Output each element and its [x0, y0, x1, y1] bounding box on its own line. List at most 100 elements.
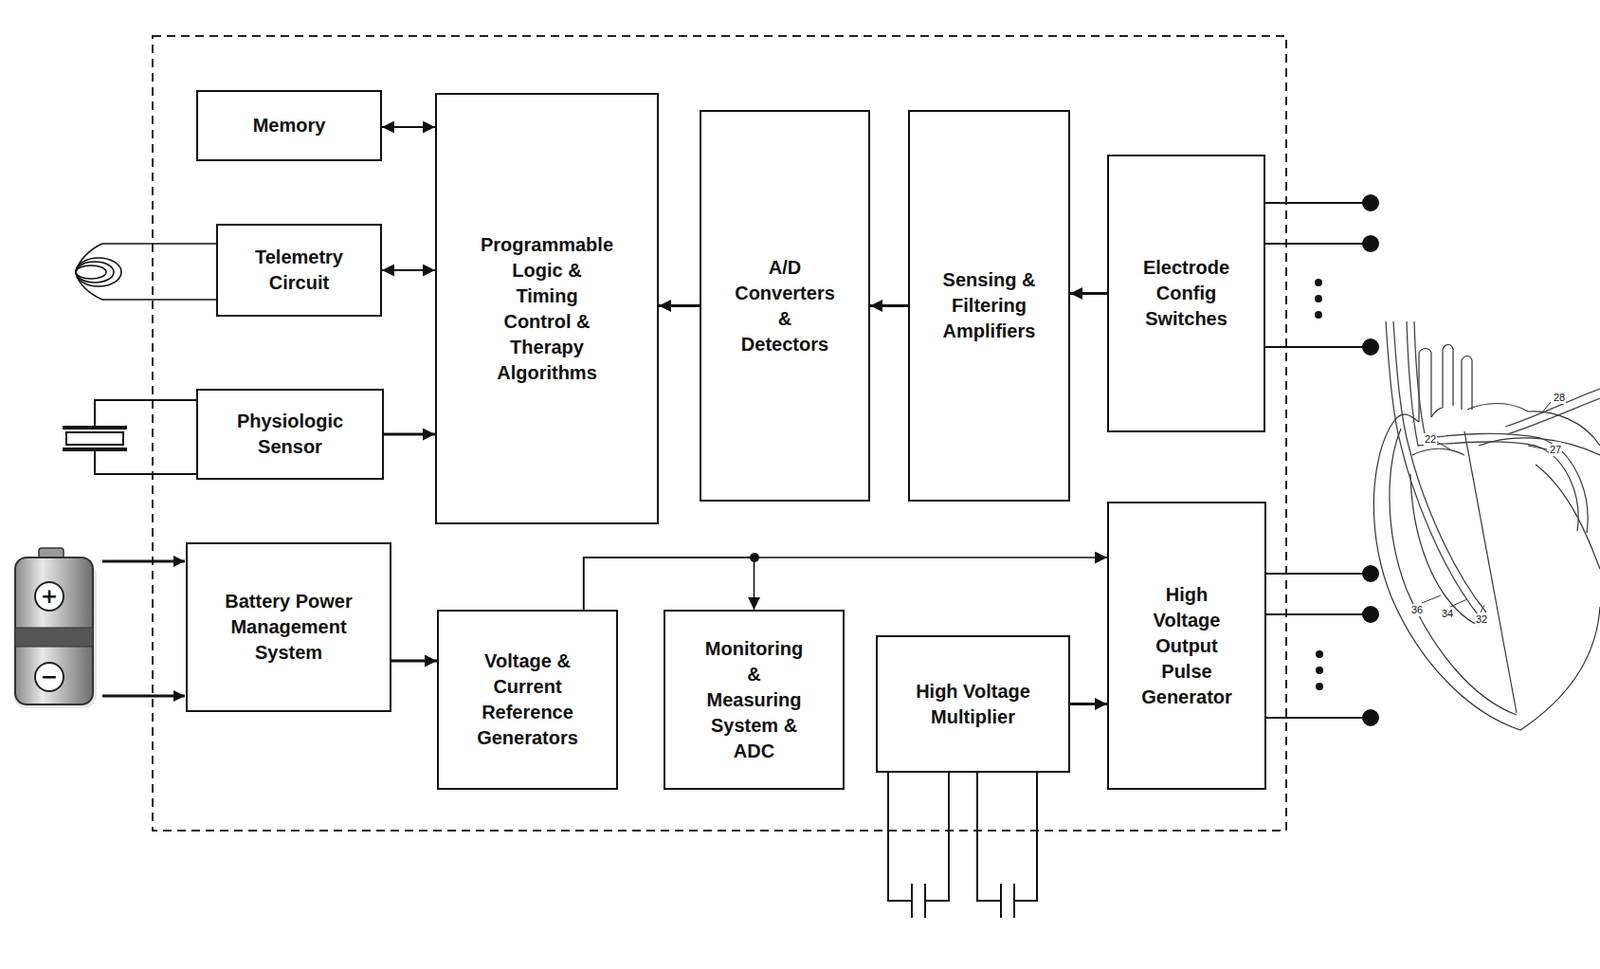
callout-number: 22 [1423, 433, 1437, 446]
battery-icon [35, 662, 64, 691]
output-terminal [1266, 613, 1371, 616]
process-box: Voltage & Current Reference Generators [436, 609, 619, 790]
heart-illustration [1461, 356, 1473, 411]
crystal-symbol [62, 425, 128, 430]
electrode-terminal [1265, 201, 1371, 204]
battery-icon [15, 557, 93, 705]
process-box: High Voltage Output Pulse Generator [1107, 501, 1267, 790]
process-box: Monitoring & Measuring System & ADC [663, 609, 845, 790]
battery-icon [35, 581, 64, 611]
capacitor-symbol [1000, 883, 1015, 918]
signal-arrow [1070, 291, 1108, 295]
electrode-terminal [1314, 294, 1323, 303]
electrode-terminal [1363, 339, 1379, 355]
process-box: Sensing & Filtering Amplifiers [908, 109, 1071, 502]
heart-illustration [1410, 473, 1479, 626]
output-terminal [1266, 565, 1379, 726]
leader-line [1450, 599, 1468, 607]
electrode-terminal [1265, 345, 1371, 348]
antenna-coil [75, 257, 122, 287]
signal-arrow [1070, 702, 1108, 706]
heart-illustration [1464, 431, 1517, 713]
leader-line [1527, 445, 1547, 450]
antenna-coil [75, 265, 107, 279]
signal-arrow [658, 304, 700, 308]
heart-illustration [1373, 421, 1600, 730]
process-box: Programmable Logic & Timing Control & Th… [435, 92, 659, 525]
process-box: High Voltage Multiplier [875, 635, 1071, 773]
pacing-lead [1505, 388, 1600, 435]
electrode-terminal [1363, 236, 1379, 252]
output-terminal [1266, 572, 1371, 575]
output-terminal [1315, 666, 1324, 674]
battery-icon [15, 627, 93, 647]
process-box: Memory [196, 90, 382, 162]
capacitor-symbol [888, 772, 949, 901]
callout-number: 28 [1552, 391, 1566, 404]
callout-number: 36 [1410, 603, 1424, 617]
callout-number: 34 [1440, 607, 1455, 620]
output-terminal [1363, 709, 1379, 726]
antenna-coil [75, 261, 114, 283]
box-label: Voltage & Current Reference Generators [476, 648, 579, 751]
box-label: High Voltage Multiplier [902, 678, 1045, 730]
terminal-sign: + [37, 584, 61, 608]
pacing-lead [1406, 321, 1579, 531]
leader-line [1421, 595, 1441, 603]
electrode-terminal [1265, 242, 1371, 245]
antenna-coil [102, 243, 217, 300]
heart-illustration [1442, 345, 1454, 409]
electrode-terminal [1363, 195, 1379, 211]
process-box: Battery Power Management System [185, 542, 392, 712]
terminal-sign: − [37, 665, 61, 689]
heart-illustration [1412, 437, 1600, 455]
process-box: Telemetry Circuit [216, 223, 382, 317]
box-label: Sensing & Filtering Amplifiers [943, 267, 1037, 345]
device-housing [152, 36, 1287, 831]
signal-arrow [583, 557, 1108, 610]
electrode-terminal [1265, 195, 1379, 355]
signal-arrow [583, 557, 755, 610]
leader-line [1541, 401, 1551, 414]
signal-arrow [870, 304, 909, 308]
output-terminal [1315, 650, 1324, 658]
output-terminal [1363, 565, 1379, 582]
box-label: Programmable Logic & Timing Control & Th… [480, 232, 614, 386]
capacitor-symbol [977, 772, 1037, 901]
process-box: A/D Converters & Detectors [699, 109, 871, 502]
box-label: Memory [253, 112, 327, 139]
signal-arrow [383, 433, 436, 437]
heart-illustration [1535, 464, 1600, 569]
crystal-symbol [66, 432, 124, 445]
crystal-symbol [62, 447, 128, 452]
box-label: Electrode Config Switches [1143, 254, 1230, 332]
battery-lead [102, 560, 185, 564]
process-box: Electrode Config Switches [1107, 154, 1266, 433]
signal-arrow [381, 269, 436, 272]
box-label: Monitoring & Measuring System & ADC [701, 636, 808, 764]
box-label: High Voltage Output Pulse Generator [1141, 581, 1233, 710]
callout-number: 32 [1474, 613, 1489, 626]
capacitor-symbol [888, 772, 1037, 918]
capacitor-symbol [911, 883, 926, 918]
pacing-lead [1393, 321, 1487, 613]
output-terminal [1315, 682, 1324, 691]
signal-arrow [381, 126, 436, 128]
electrode-terminal [1314, 310, 1323, 319]
signal-arrow [391, 659, 437, 663]
box-label: Physiologic Sensor [236, 408, 344, 460]
electrode-terminal [1314, 278, 1323, 287]
crystal-symbol [62, 400, 197, 474]
output-terminal [1266, 716, 1371, 719]
pacing-lead [1414, 321, 1588, 533]
box-label: Battery Power Management System [203, 588, 375, 666]
battery-lead [102, 694, 185, 698]
pacing-lead [1385, 321, 1600, 619]
heart-illustration [1373, 345, 1600, 731]
leader-line [1480, 604, 1485, 613]
output-terminal [1363, 606, 1379, 622]
pacing-lead [1385, 321, 1481, 619]
heart-illustration [1393, 407, 1443, 422]
antenna-coil [75, 243, 217, 300]
